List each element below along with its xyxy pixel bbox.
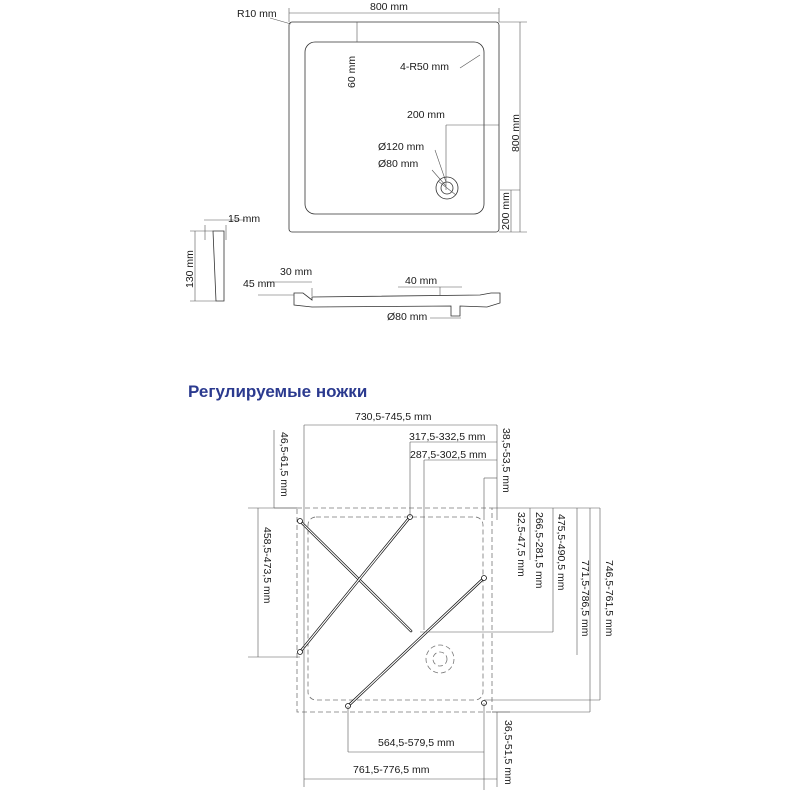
width-label: 800 mm: [370, 1, 408, 13]
top-width-label: 730,5-745,5 mm: [355, 411, 432, 423]
thickness-label: 15 mm: [228, 213, 260, 225]
d45-label: 45 mm: [243, 278, 275, 290]
tray-dashed-outline: [296, 507, 493, 713]
right-d-label: 475,5-490,5 mm: [555, 514, 567, 591]
inner-offset-label: 60 mm: [346, 56, 358, 88]
side-height-label: 130 mm: [184, 250, 196, 288]
side-section: 15 mm 130 mm: [184, 213, 260, 302]
leg-frame: [298, 515, 486, 708]
tray-profile: [293, 292, 501, 317]
drain-outer-circle: [435, 176, 459, 200]
right-e-label: 771,5-786,5 mm: [579, 560, 591, 637]
drain-x-label: 200 mm: [407, 109, 445, 121]
drain-y-label: 200 mm: [500, 192, 512, 230]
right-f-label: 746,5-761,5 mm: [603, 560, 615, 637]
right-a-label: 38,5-53,5 mm: [500, 428, 512, 493]
bottom-right-label: 36,5-51,5 mm: [502, 720, 514, 785]
r10-label: R10 mm: [237, 8, 277, 20]
drain-outer-label: Ø120 mm: [378, 141, 424, 153]
left-top-label: 46,5-61,5 mm: [278, 432, 290, 497]
top-mid2-label: 287,5-302,5 mm: [410, 449, 487, 461]
bottom-mid-label: 564,5-579,5 mm: [378, 737, 455, 749]
profile-drain-label: Ø80 mm: [387, 311, 428, 323]
d30-label: 30 mm: [280, 266, 312, 278]
tray-inner-outline: [304, 41, 485, 215]
top-mid1-label: 317,5-332,5 mm: [409, 431, 486, 443]
right-c-label: 266,5-281,5 mm: [533, 512, 545, 589]
drain-inner-label: Ø80 mm: [378, 158, 419, 170]
drain-dashed-circle: [425, 644, 455, 674]
side-wall: [212, 230, 225, 302]
bottom-width-label: 761,5-776,5 mm: [353, 764, 430, 776]
top-view: R10 mm 800 mm 60 mm 4-R50 mm 200 mm Ø120…: [237, 1, 527, 233]
height-label: 800 mm: [510, 114, 522, 152]
drain-inner-circle: [440, 181, 454, 195]
tray-outline: [288, 21, 500, 233]
d40-label: 40 mm: [405, 275, 437, 287]
legs-view: 730,5-745,5 mm 317,5-332,5 mm 287,5-302,…: [248, 411, 615, 790]
right-b-label: 32,5-47,5 mm: [515, 512, 527, 577]
legs-title: Регулируемые ножки: [188, 382, 367, 401]
corner-radius-label: 4-R50 mm: [400, 61, 449, 73]
left-mid-label: 458,5-473,5 mm: [261, 527, 273, 604]
leg-feet: [297, 514, 487, 709]
profile-view: 30 mm 45 mm 40 mm Ø80 mm: [243, 266, 501, 323]
